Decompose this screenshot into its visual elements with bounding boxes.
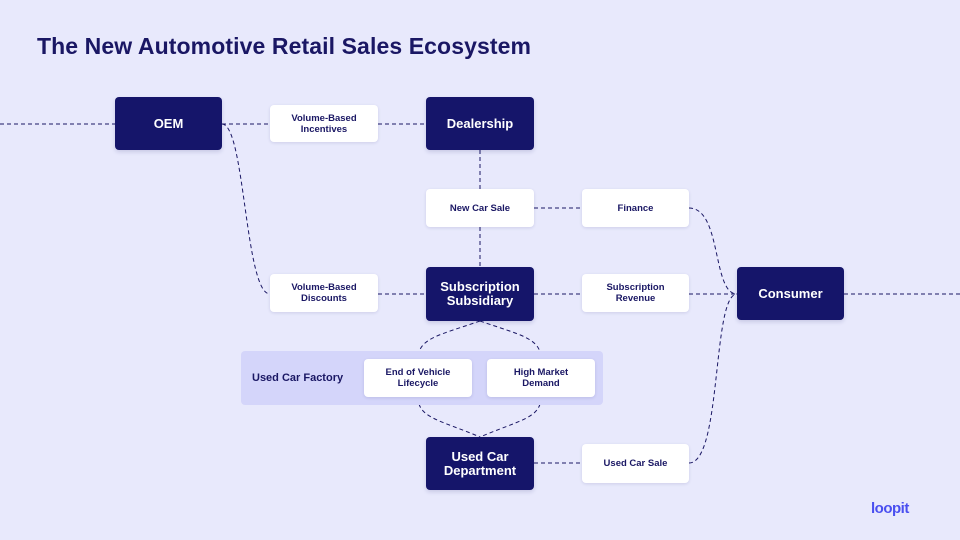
edge-usedsale-consumer — [688, 293, 738, 464]
node-end-of-lifecycle-label: End of Vehicle Lifecycle — [385, 367, 451, 389]
node-volume-incentives[interactable]: Volume-Based Incentives — [270, 105, 378, 142]
edge-demand-used — [479, 396, 542, 438]
node-new-car-sale-label: New Car Sale — [449, 202, 511, 214]
edge-finance-consumer — [688, 207, 738, 295]
node-volume-discounts[interactable]: Volume-Based Discounts — [270, 274, 378, 312]
node-new-car-sale[interactable]: New Car Sale — [426, 189, 534, 227]
node-high-market-demand[interactable]: High Market Demand — [487, 359, 595, 397]
node-volume-incentives-label: Volume-Based Incentives — [291, 112, 357, 135]
node-used-car-department[interactable]: Used Car Department — [426, 437, 534, 490]
node-subscription-subsidiary-label: Subscription Subsidiary — [440, 279, 520, 308]
node-subscription-revenue[interactable]: Subscription Revenue — [582, 274, 689, 312]
node-volume-discounts-label: Volume-Based Discounts — [291, 282, 357, 304]
page-title: The New Automotive Retail Sales Ecosyste… — [37, 33, 532, 59]
used-car-factory-label: Used Car Factory — [252, 372, 344, 384]
node-high-market-demand-label: High Market Demand — [513, 367, 569, 389]
node-consumer-label: Consumer — [758, 285, 823, 301]
node-dealership[interactable]: Dealership — [426, 97, 534, 150]
node-subscription-revenue-label: Subscription Revenue — [606, 282, 665, 304]
edge-oem-discounts — [221, 123, 271, 295]
edge-lifecycle-used — [417, 396, 481, 438]
node-used-car-department-label: Used Car Department — [443, 448, 517, 478]
node-oem[interactable]: OEM — [115, 97, 222, 150]
node-finance[interactable]: Finance — [582, 189, 689, 227]
node-used-car-sale[interactable]: Used Car Sale — [582, 444, 689, 483]
node-oem-label: OEM — [153, 115, 184, 131]
loopit-logo: loopit — [871, 500, 909, 517]
node-dealership-label: Dealership — [446, 115, 514, 131]
node-end-of-lifecycle[interactable]: End of Vehicle Lifecycle — [364, 359, 472, 397]
node-consumer[interactable]: Consumer — [737, 267, 844, 320]
node-finance-label: Finance — [617, 202, 654, 214]
node-used-car-sale-label: Used Car Sale — [603, 458, 668, 469]
node-subscription-subsidiary[interactable]: Subscription Subsidiary — [426, 267, 534, 321]
